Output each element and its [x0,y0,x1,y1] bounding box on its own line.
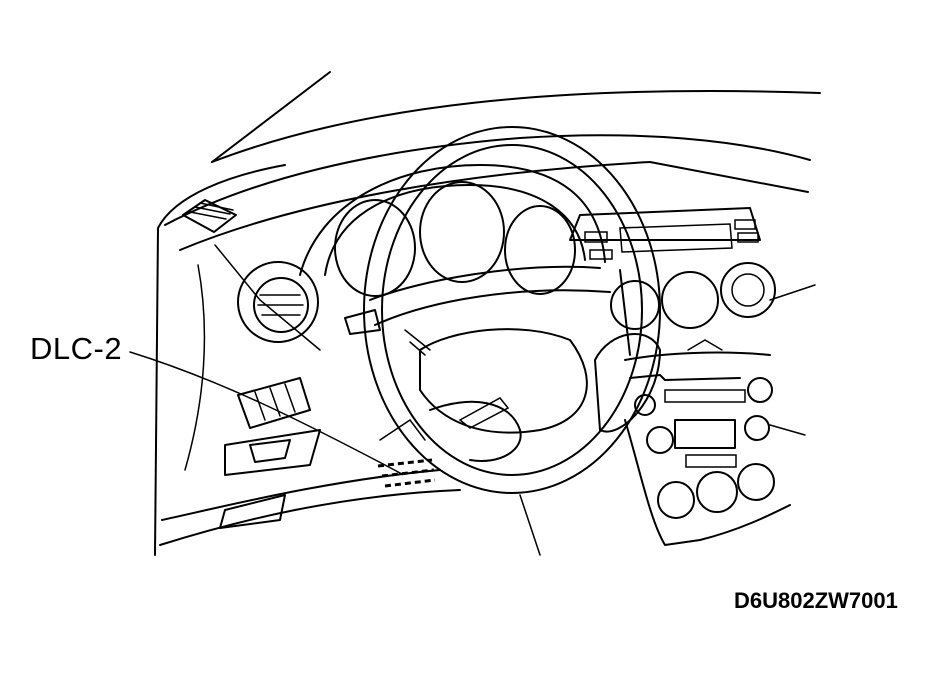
lower-left-panel [219,377,426,529]
left-air-vent [237,261,319,343]
center-stack [569,207,791,546]
figure-code: D6U802ZW7001 [734,588,898,613]
defrost-vent [182,199,237,233]
dlc-2-connector [377,458,436,488]
callout-leader-line [129,351,403,475]
windshield-lines [211,71,821,163]
dashboard-body [154,134,816,556]
instrument-cluster [299,164,606,297]
steering-wheel [344,126,661,494]
dlc-2-callout-label: DLC-2 [30,331,123,366]
